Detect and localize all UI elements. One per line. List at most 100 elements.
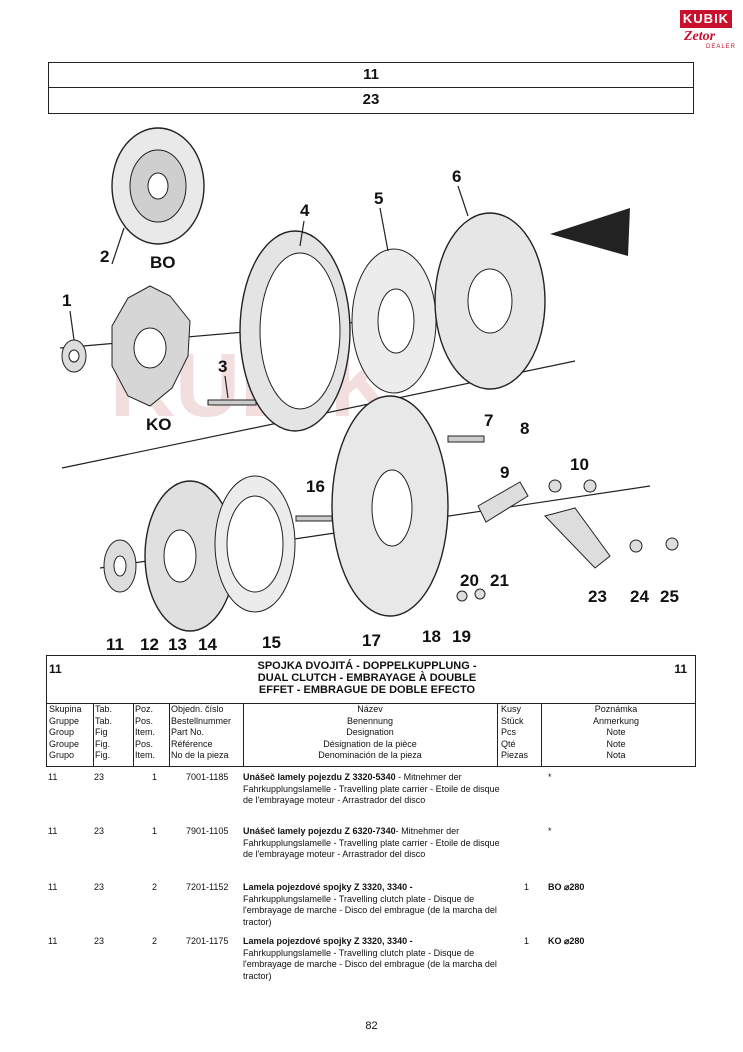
col-label: Item.: [135, 750, 156, 760]
hub-part-11: [103, 539, 137, 593]
column-headers: Skupina Gruppe Group Groupe Grupo Tab. T…: [47, 703, 695, 766]
bo-clutch-plate: [111, 127, 205, 245]
title-line: DUAL CLUTCH - EMBRAYAGE À DOUBLE: [257, 672, 477, 684]
col-label: Groupe: [49, 738, 80, 749]
row-description: Lamela pojezdové spojky Z 3320, 3340 - F…: [243, 936, 503, 982]
row-desc-text: - Mitnehmer der Fahrkupplungslamelle - T…: [243, 826, 500, 859]
title-line: SPOJKA DVOJITÁ - DOPPELKUPPLUNG -: [257, 660, 477, 672]
pressure-plate-part-4: [239, 230, 351, 432]
row-qty: 1: [524, 936, 530, 946]
col-label: Pos.: [135, 715, 154, 726]
col-label: Fig.: [95, 750, 111, 760]
col-label: Note: [606, 738, 626, 749]
row-tab: 23: [94, 772, 105, 782]
row-note: BO ⌀280: [548, 882, 585, 892]
callout-6: 6: [452, 167, 461, 186]
bolt-part-3: [207, 399, 257, 406]
callout-16: 16: [306, 477, 325, 496]
ko-clutch-plate: [111, 285, 191, 407]
col-label: Název: [357, 704, 383, 714]
col-label: Pcs: [501, 727, 517, 737]
logo-dealer: DEALER: [706, 44, 737, 50]
callout-18: 18: [422, 627, 441, 646]
leader-5: [379, 207, 389, 252]
col-kusy: Kusy Stück Pcs Qté Piezas: [499, 704, 542, 766]
row-qty: 1: [524, 882, 530, 892]
callout-10: 10: [570, 455, 589, 474]
row-desc-bold: Lamela pojezdové spojky Z 3320, 3340 -: [243, 936, 413, 946]
label-bo: BO: [150, 253, 176, 272]
table-group-right: 11: [674, 662, 687, 676]
col-label: Nota: [606, 750, 626, 760]
col-nazev: Název Benennung Designation Désignation …: [243, 704, 498, 766]
parts-table-header: 11 11 SPOJKA DVOJITÁ - DOPPELKUPPLUNG - …: [46, 655, 696, 767]
callout-1: 1: [62, 291, 71, 310]
row-desc-text: Fahrkupplungslamelle - Travelling clutch…: [243, 947, 497, 981]
nut-part-24: [629, 539, 643, 553]
col-cislo: Objedn. číslo Bestellnummer Part No. Réf…: [169, 704, 244, 766]
row-part: 7201-1152: [186, 882, 229, 892]
col-tab: Tab. Tab. Fig Fig. Fig.: [93, 704, 134, 766]
row-group: 11: [48, 882, 58, 892]
row-pos: 1: [152, 826, 158, 836]
lever-part-9: [477, 481, 529, 523]
callout-23: 23: [588, 587, 607, 606]
row-pos: 2: [152, 936, 158, 946]
friction-ring-part-15: [214, 475, 296, 613]
page-number: 82: [365, 1020, 378, 1032]
callout-24: 24: [630, 587, 649, 606]
col-label: Benennung: [346, 715, 394, 726]
col-label: Denominación de la pieza: [318, 750, 422, 760]
callout-3: 3: [218, 357, 227, 376]
row-pos: 1: [152, 772, 158, 782]
callout-5: 5: [374, 189, 383, 208]
callout-7: 7: [484, 411, 493, 430]
col-label: Skupina: [49, 704, 82, 714]
row-part: 7201-1175: [186, 936, 229, 946]
row-desc-bold: Lamela pojezdové spojky Z 3320, 3340 -: [243, 882, 413, 892]
row-desc-bold: Unášeč lamely pojezdu Z 3320-5340: [243, 772, 396, 782]
diaphragm-spring-part-5: [351, 248, 437, 394]
leader-6: [457, 185, 469, 217]
col-label: Pos.: [135, 738, 154, 749]
row-pos: 2: [152, 882, 158, 892]
exploded-clutch-diagram: KUBIK: [59, 127, 679, 652]
bolt-part-16: [295, 515, 333, 522]
callout-2: 2: [100, 247, 109, 266]
callout-21: 21: [490, 571, 509, 590]
col-label: Fig.: [95, 738, 111, 749]
row-desc-text: Fahrkupplungslamelle - Travelling clutch…: [243, 893, 497, 927]
row-description: Unášeč lamely pojezdu Z 6320-7340- Mitne…: [243, 826, 503, 861]
row-part: 7001-1185: [186, 772, 229, 782]
flange-plate-part-17: [331, 395, 449, 617]
col-label: Piezas: [501, 750, 529, 760]
callout-8: 8: [520, 419, 529, 438]
bolt-part-7: [447, 435, 485, 443]
col-label: Note: [606, 727, 626, 737]
direction-arrow-icon: [550, 208, 630, 256]
nut-part-10a: [548, 479, 562, 493]
col-label: Stück: [501, 715, 524, 726]
col-label: Kusy: [501, 704, 522, 714]
callout-11: 11: [106, 635, 124, 652]
row-tab: 23: [94, 936, 105, 946]
callout-4: 4: [300, 201, 310, 220]
col-label: Poz.: [135, 704, 154, 714]
col-label: Group: [49, 727, 75, 737]
section-header: 11 23: [48, 62, 694, 114]
callout-20: 20: [460, 571, 479, 590]
table-title: SPOJKA DVOJITÁ - DOPPELKUPPLUNG - DUAL C…: [197, 660, 537, 696]
nut-part-10b: [583, 479, 597, 493]
leader-4: [299, 220, 305, 247]
kubik-zetor-logo: KUBIK Zetor DEALER: [680, 10, 735, 52]
hub-part-1: [61, 339, 87, 373]
header-group: 11: [363, 66, 379, 83]
nut-part-19: [474, 588, 486, 600]
cover-part-6: [434, 212, 546, 390]
leader-2: [111, 227, 125, 265]
callout-9: 9: [500, 463, 509, 482]
row-note: *: [548, 772, 552, 782]
logo-sub: Zetor: [684, 29, 716, 44]
leader-3: [224, 375, 229, 399]
col-label: Gruppe: [49, 715, 80, 726]
